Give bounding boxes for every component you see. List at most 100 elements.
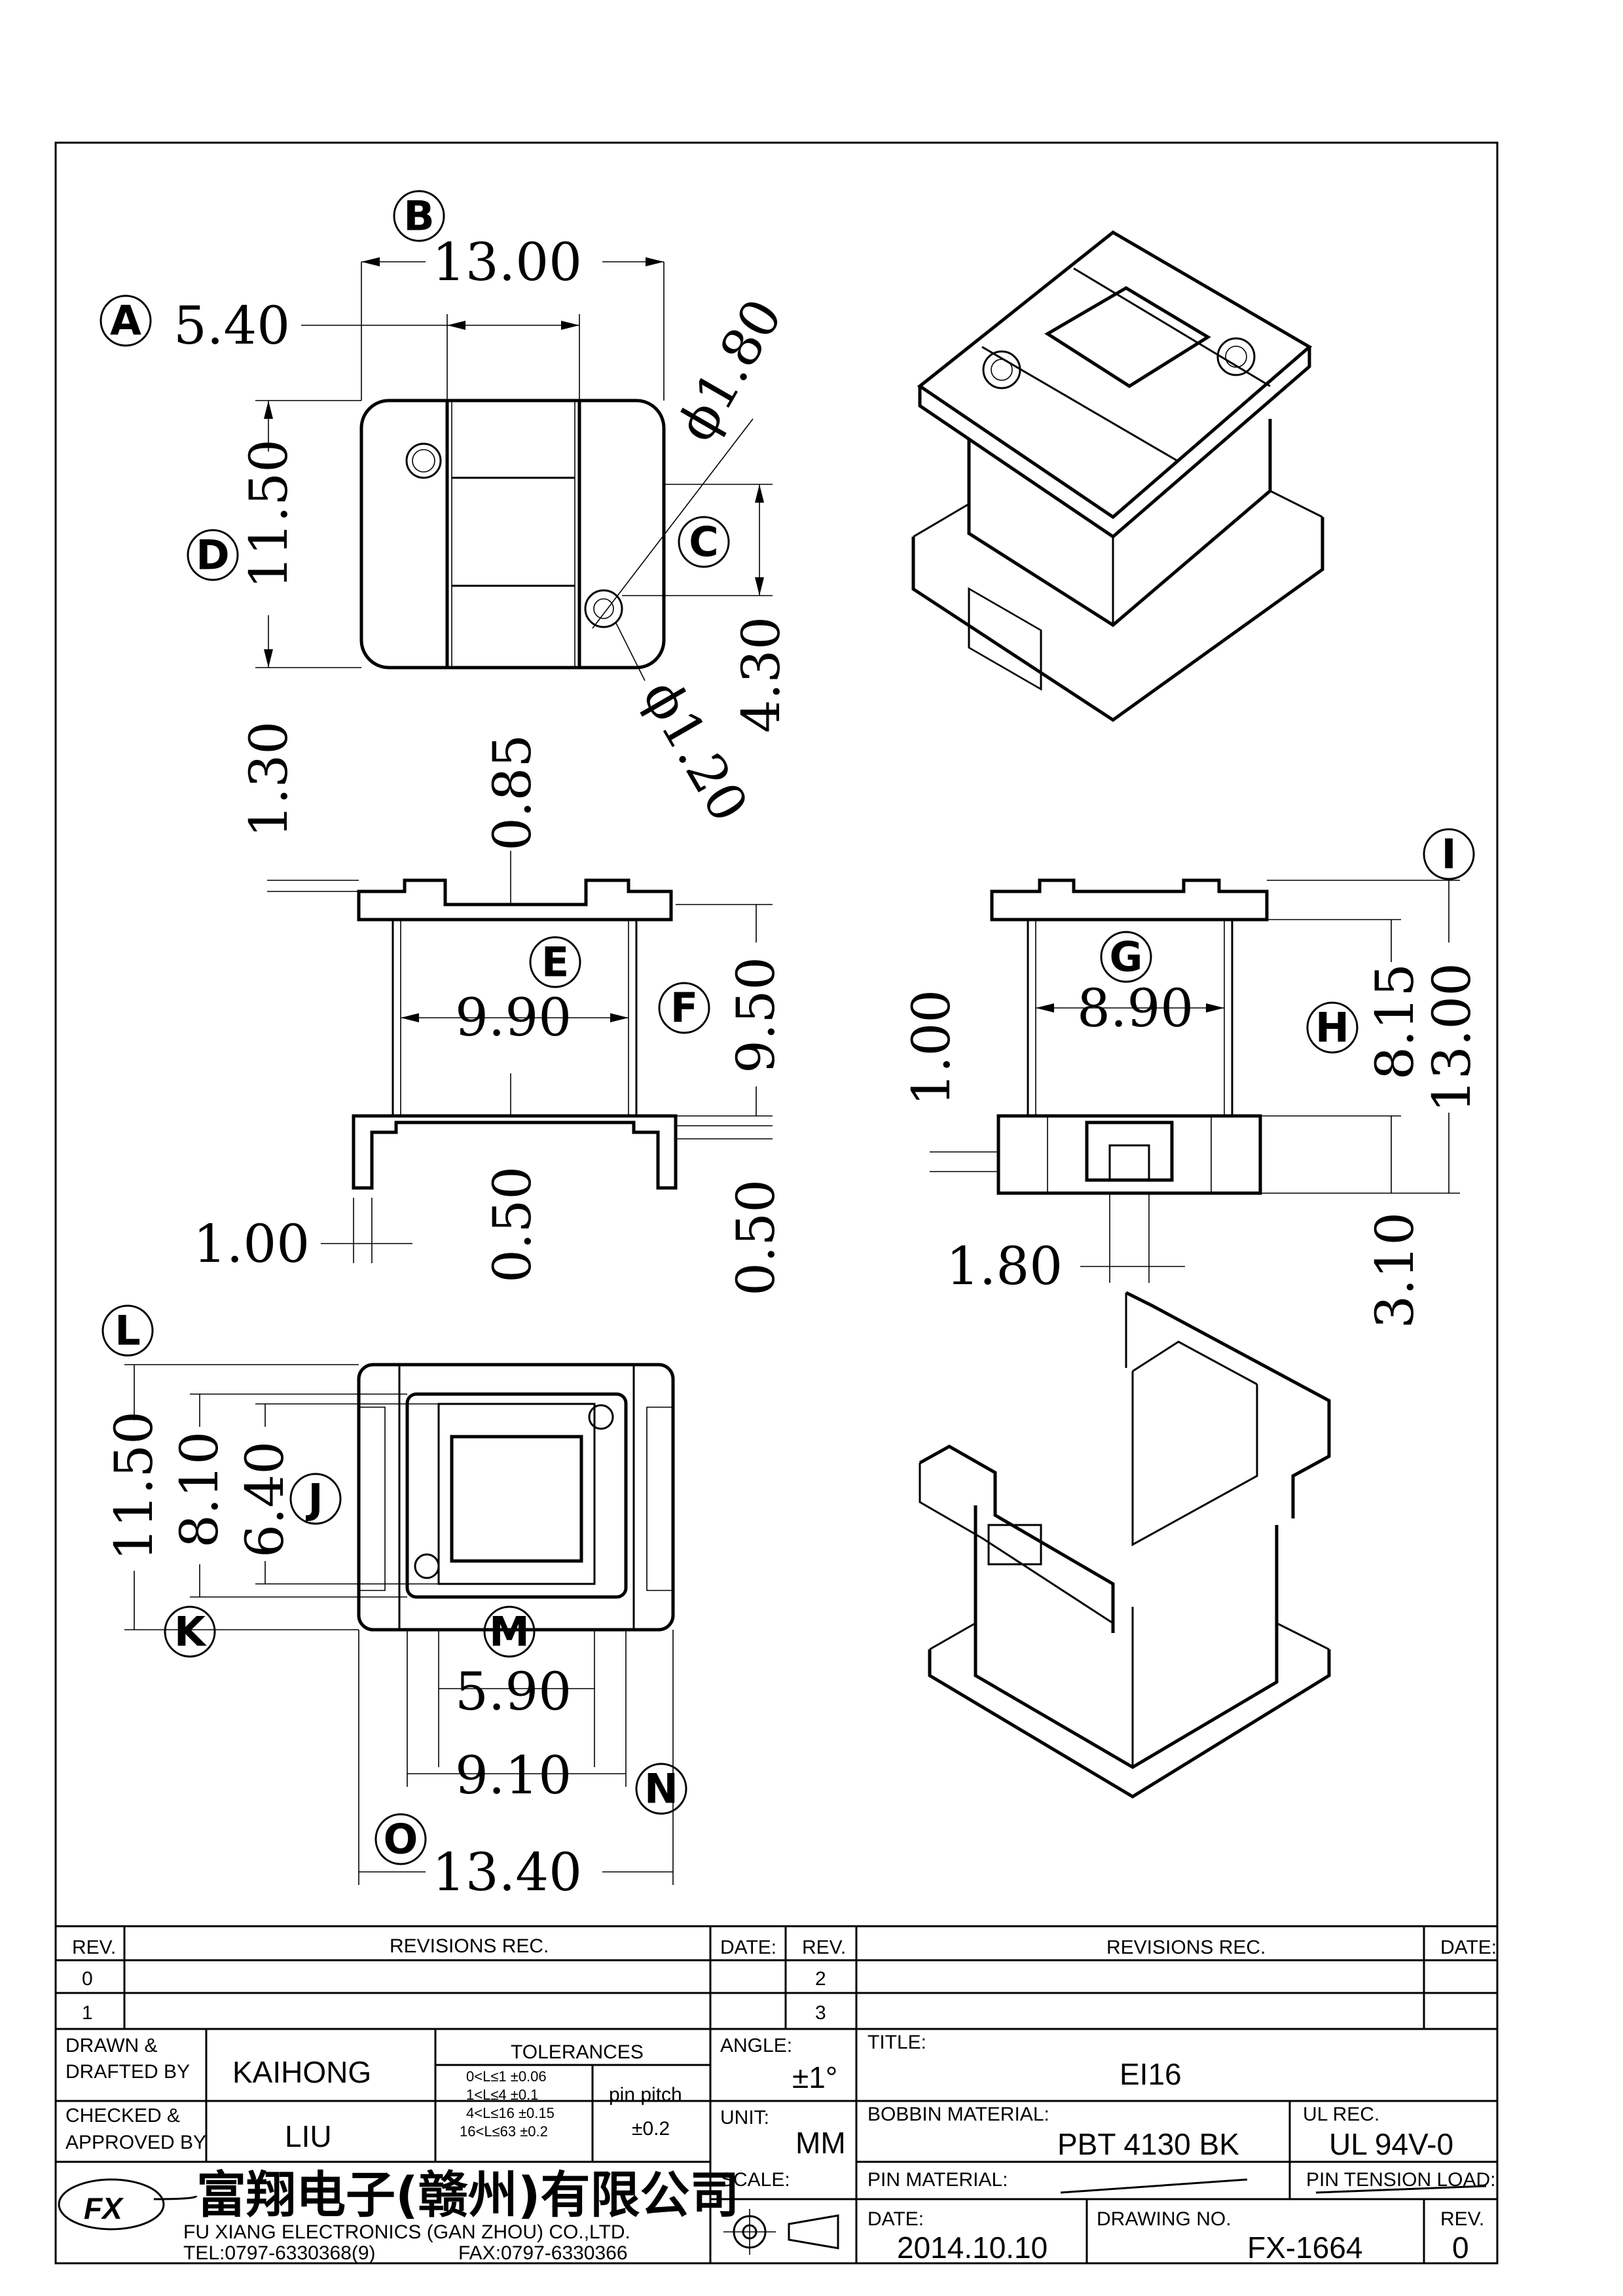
label-i: I	[1441, 831, 1456, 878]
company-name-en: FU XIANG ELECTRONICS (GAN ZHOU) CO.,LTD.	[183, 2221, 630, 2243]
isometric-bottom	[919, 1291, 1331, 1799]
checked-label-1: CHECKED &	[65, 2105, 180, 2126]
label-n: N	[644, 1765, 678, 1813]
side-view: 8.90 8.15 13.00 1.00 1.80 3.10	[901, 878, 1482, 1329]
date-header-right: DATE:	[1440, 1937, 1497, 1958]
tolerances-title: TOLERANCES	[511, 2041, 644, 2063]
label-b: B	[403, 192, 434, 240]
projection-symbol-icon	[723, 2209, 839, 2255]
title-block: REV. REVISIONS REC. DATE: REV. REVISIONS…	[56, 1925, 1497, 2265]
drawing-no-label: DRAWING NO.	[1097, 2208, 1231, 2230]
front-view: 9.90 9.50 0.50 0.50 1.30 0.85 1.00	[193, 721, 786, 1296]
pin-hole-large	[405, 442, 442, 479]
date-header-left: DATE:	[720, 1937, 776, 1958]
ul-label: UL REC.	[1303, 2104, 1379, 2125]
title-value: EI16	[1120, 2057, 1182, 2091]
bottom-view: 11.50 8.10 6.40 5.90 9.10 13.40	[103, 1363, 675, 1903]
label-l: L	[115, 1307, 141, 1355]
rev-row-2: 2	[815, 1968, 826, 1990]
dim-front-tab-small: 0.85	[482, 734, 543, 851]
date-label: DATE:	[867, 2208, 924, 2230]
label-e: E	[541, 939, 569, 986]
company-tel: TEL:0797-6330368(9)	[183, 2242, 376, 2264]
dim-bottom-window: 6.40	[234, 1441, 295, 1558]
dim-bottom-w2: 9.10	[455, 1745, 572, 1806]
dim-bottom-height: 11.50	[103, 1411, 164, 1561]
dim-front-base-a: 0.50	[482, 1166, 543, 1283]
unit-value: MM	[795, 2126, 846, 2160]
label-d: D	[196, 531, 229, 579]
dim-front-height: 9.50	[725, 957, 786, 1073]
dim-side-step: 1.00	[901, 990, 962, 1106]
rev-row-1: 1	[82, 2002, 93, 2024]
dim-side-inner: 8.90	[1077, 978, 1194, 1039]
svg-text:FX: FX	[84, 2191, 124, 2225]
label-o: O	[384, 1816, 418, 1863]
dim-side-slot: 1.80	[946, 1236, 1063, 1297]
drawn-by: KAIHONG	[232, 2055, 371, 2089]
dim-side-base: 3.10	[1364, 1212, 1425, 1329]
angle-value: ±1°	[792, 2060, 837, 2094]
company-fax: FAX:0797-6330366	[458, 2242, 628, 2264]
bobbin-value: PBT 4130 BK	[1057, 2127, 1239, 2161]
rev-label: REV.	[1440, 2208, 1484, 2230]
drawing-border	[54, 141, 1499, 2265]
checked-label-2: APPROVED BY	[65, 2132, 206, 2153]
tolerance-row-1: 0<L≤1 ±0.06	[466, 2068, 547, 2085]
dim-side-height: 8.15	[1364, 963, 1425, 1080]
dim-front-base-b: 0.50	[725, 1179, 786, 1296]
dim-bottom-inner: 8.10	[169, 1431, 230, 1548]
scale-label: SCALE:	[720, 2169, 790, 2191]
tolerance-row-3: 4<L≤16 ±0.15	[466, 2105, 555, 2121]
dim-side-total: 13.00	[1421, 963, 1482, 1113]
angle-label: ANGLE:	[720, 2035, 792, 2056]
label-j: J	[305, 1475, 323, 1523]
pin-pitch-label: pin pitch	[609, 2084, 682, 2106]
bobbin-label: BOBBIN MATERIAL:	[867, 2104, 1049, 2125]
dim-hole-large: ϕ1.80	[665, 289, 794, 452]
label-a: A	[110, 297, 141, 345]
top-view-outline	[359, 399, 666, 670]
dim-front-foot: 1.00	[193, 1213, 310, 1274]
tolerance-row-2: 1<L≤4 ±0.1	[466, 2087, 538, 2103]
bottom-window	[450, 1435, 583, 1563]
dim-top-slot: 5.40	[173, 295, 290, 356]
drawn-label-2: DRAFTED BY	[65, 2061, 190, 2083]
title-label: TITLE:	[867, 2032, 926, 2053]
side-slot	[1085, 1121, 1174, 1182]
rev-row-0: 0	[82, 1968, 93, 1990]
label-m: M	[489, 1608, 530, 1656]
label-f: F	[670, 984, 698, 1032]
label-k: K	[174, 1608, 207, 1656]
unit-label: UNIT:	[720, 2107, 769, 2128]
dim-bottom-w1: 5.90	[455, 1661, 572, 1722]
revisions-rec-left: REVISIONS REC.	[390, 1935, 549, 1957]
isometric-top	[911, 230, 1324, 723]
reference-labels: A B C D E F G H I J K L M N O	[100, 190, 1475, 1865]
drawing-no-value: FX-1664	[1247, 2231, 1362, 2265]
rev-row-3: 3	[815, 2002, 826, 2024]
tolerance-row-4: 16<L≤63 ±0.2	[460, 2123, 548, 2140]
pin-material-label: PIN MATERIAL:	[867, 2169, 1008, 2191]
label-c: C	[689, 518, 719, 566]
ul-value: UL 94V-0	[1329, 2127, 1453, 2161]
dim-top-height: 11.50	[238, 439, 299, 589]
drawn-label-1: DRAWN &	[65, 2035, 158, 2056]
dim-top-width: 13.00	[432, 232, 582, 293]
dim-front-tab: 1.30	[238, 721, 299, 838]
rev-value: 0	[1452, 2231, 1469, 2265]
rev-header: REV.	[72, 1937, 116, 1958]
revisions-rec-right: REVISIONS REC.	[1106, 1937, 1266, 1958]
label-g: G	[1110, 933, 1143, 981]
company-name-cn: 富翔电子(赣州)有限公司	[196, 2166, 739, 2224]
dim-front-inner: 9.90	[455, 987, 572, 1048]
label-h: H	[1315, 1004, 1349, 1052]
pin-pitch-value: ±0.2	[632, 2118, 670, 2140]
pin-hole-small	[584, 589, 623, 628]
dim-bottom-w3: 13.40	[432, 1842, 582, 1903]
checked-by: LIU	[285, 2119, 332, 2153]
company-logo: FX	[58, 2178, 198, 2231]
date-value: 2014.10.10	[897, 2231, 1048, 2265]
rev-header-right: REV.	[802, 1937, 846, 1958]
